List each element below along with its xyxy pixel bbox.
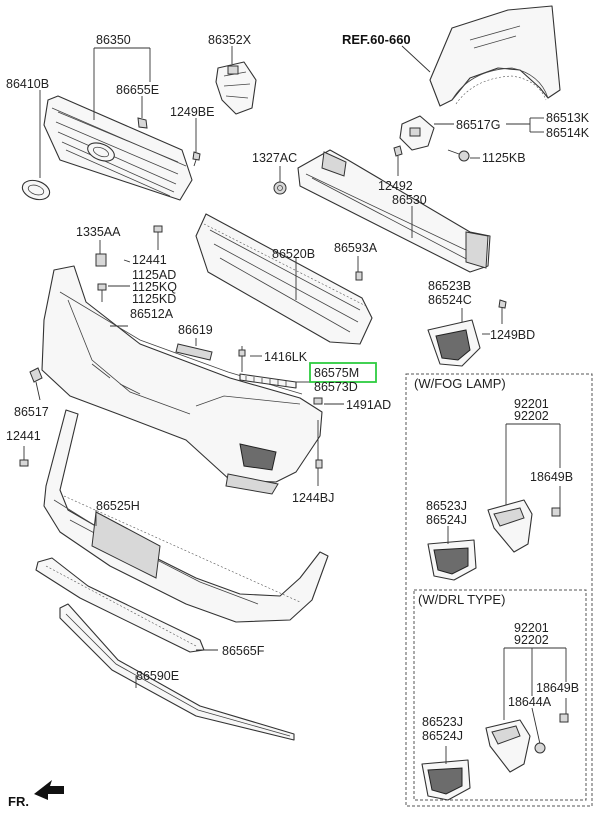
label-fog-18649b[interactable]: 18649B [530,470,573,484]
label-fog-92202[interactable]: 92202 [514,409,549,423]
clip-86655e[interactable] [137,117,148,129]
radiator-grille[interactable] [43,95,193,201]
label-86517g[interactable]: 86517G [456,118,500,132]
bumper-cover-86512a[interactable] [41,265,323,495]
fender-ref[interactable] [429,5,561,107]
label-86517[interactable]: 86517 [14,405,49,419]
label-1244bj[interactable]: 1244BJ [292,491,334,505]
label-86524c[interactable]: 86524C [428,293,472,307]
screw-1244bj[interactable] [315,420,323,486]
drl-lamp-92201[interactable] [485,719,531,773]
nut-1327ac[interactable] [273,181,287,195]
label-1125kb[interactable]: 1125KB [482,151,526,165]
label-drl-title: (W/DRL TYPE) [418,592,505,607]
label-drl-92201[interactable]: 92201 [514,621,549,635]
label-1125ad[interactable]: 1125AD [132,268,176,282]
label-86530[interactable]: 86530 [392,193,427,207]
emblem-86410b[interactable] [20,177,52,203]
grille-emblem[interactable] [85,139,117,164]
screw-1125ad[interactable] [97,283,107,302]
label-1416lk[interactable]: 1416LK [264,350,308,364]
part-86619[interactable] [175,343,213,361]
clip-18644a[interactable] [534,742,546,754]
clip-12492[interactable] [393,145,403,176]
label-fog-86523j[interactable]: 86523J [426,499,467,513]
screw-12441-side[interactable] [19,446,29,467]
label-86525h[interactable]: 86525H [96,499,140,513]
label-86352x[interactable]: 86352X [208,33,252,47]
label-86350[interactable]: 86350 [96,33,131,47]
screw-1249bd[interactable] [498,299,507,324]
fog-lamp-option-box [405,373,593,807]
screw-1249be[interactable] [192,151,201,167]
label-86619[interactable]: 86619 [178,323,213,337]
clip-86593a[interactable] [355,271,363,281]
absorber-86520b[interactable] [195,213,373,345]
label-86513k[interactable]: 86513K [546,111,590,125]
label-fog-lamp-title: (W/FOG LAMP) [414,376,506,391]
label-86512a[interactable]: 86512A [130,307,174,321]
screw-1125kb[interactable] [447,149,470,162]
label-12441-top[interactable]: 12441 [132,253,167,267]
drl-bezel-86523j[interactable] [421,759,471,801]
label-86655e[interactable]: 86655E [116,83,159,97]
label-1327ac[interactable]: 1327AC [252,151,297,165]
label-drl-92202[interactable]: 92202 [514,633,549,647]
label-fog-92201[interactable]: 92201 [514,397,549,411]
label-1125kq[interactable]: 1125KQ [132,280,177,294]
label-86573d[interactable]: 86573D [314,380,358,394]
label-fr: FR. [8,794,29,809]
screw-12441-top[interactable] [153,225,163,250]
bumper-beam-86530[interactable] [297,149,491,273]
label-86514k[interactable]: 86514K [546,126,590,140]
bracket-86352x[interactable] [215,61,257,115]
label-drl-18644a[interactable]: 18644A [508,695,552,709]
label-86590e[interactable]: 86590E [136,669,179,683]
bracket-86517g[interactable] [399,115,435,151]
label-86523b[interactable]: 86523B [428,279,471,293]
fog-bezel-86523j[interactable] [427,539,477,581]
label-drl-86523j[interactable]: 86523J [422,715,463,729]
bracket-86523b[interactable] [427,319,481,367]
lower-bumper-86525h[interactable] [43,409,329,623]
label-1249be[interactable]: 1249BE [170,105,214,119]
label-1491ad[interactable]: 1491AD [346,398,391,412]
label-1335aa[interactable]: 1335AA [76,225,121,239]
screw-1491ad[interactable] [313,397,323,405]
screw-18649b-drl[interactable] [559,713,569,723]
label-86575m[interactable]: 86575M [314,366,359,380]
label-fog-86524j[interactable]: 86524J [426,513,467,527]
label-86520b[interactable]: 86520B [272,247,315,261]
label-12492[interactable]: 12492 [378,179,413,193]
label-86410b[interactable]: 86410B [6,77,49,91]
drl-option-box [413,589,587,801]
skid-plate-86590e[interactable] [59,603,295,741]
part-labels: 86350 86352X 86410B 86655E 1249BE REF.60… [6,32,590,809]
label-drl-86524j[interactable]: 86524J [422,729,463,743]
label-12441-side[interactable]: 12441 [6,429,41,443]
label-86565f[interactable]: 86565F [222,644,265,658]
label-drl-18649b[interactable]: 18649B [536,681,579,695]
bracket-86517[interactable] [29,367,43,401]
label-86593a[interactable]: 86593A [334,241,378,255]
label-ref-60-660[interactable]: REF.60-660 [342,32,411,47]
molding-86575m[interactable] [239,373,297,389]
clip-1335aa[interactable] [95,253,107,267]
screw-18649b-fog[interactable] [551,507,561,517]
label-1249bd[interactable]: 1249BD [490,328,535,342]
highlight-86575m [309,362,377,383]
front-arrow-icon [34,780,64,800]
fog-lamp-92201[interactable] [487,499,533,553]
clip-1416lk[interactable] [238,346,246,372]
label-1125kd[interactable]: 1125KD [132,292,176,306]
